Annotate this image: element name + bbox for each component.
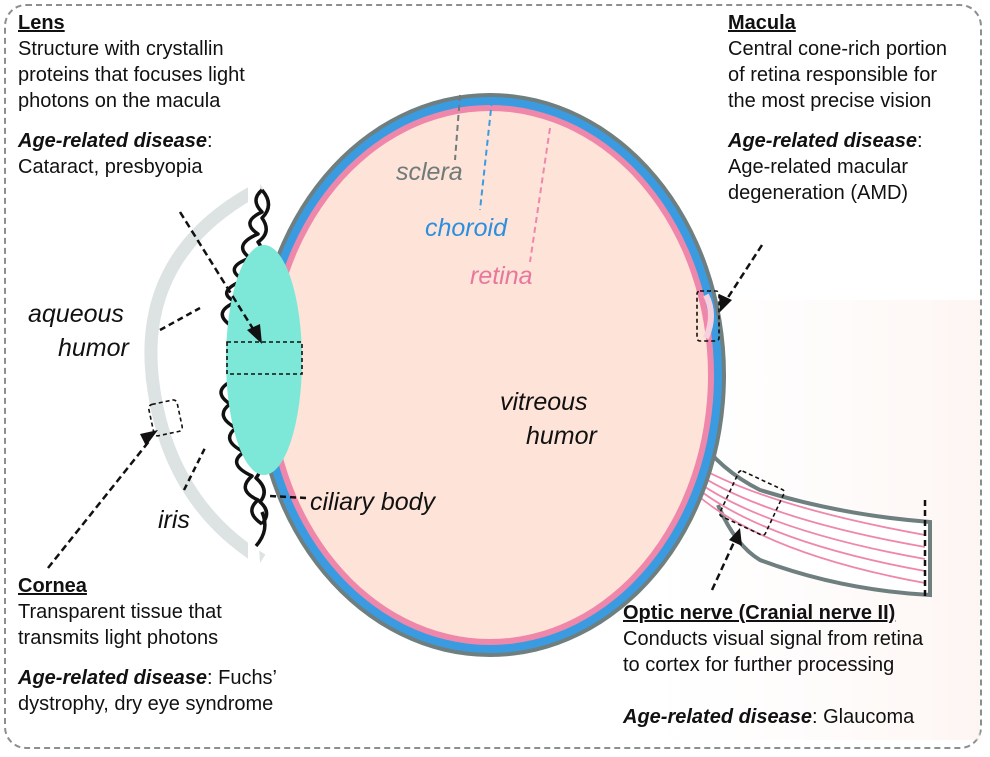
iris-leader [182,447,207,491]
vitreous-humor-label-2: humor [526,422,597,450]
cornea-disease-text: dystrophy, dry eye syndrome [18,693,274,715]
macula-disease-2: degeneration (AMD) [728,182,909,204]
retina-label: retina [470,262,533,290]
lens-desc-1: Structure with crystallin [18,38,224,60]
lens-focus-box [226,341,303,375]
optic-nerve-title: Optic nerve (Cranial nerve II) [623,602,896,624]
macula-arrow [723,244,764,303]
retina-leader [529,127,551,263]
vitreous-humor-label-1: vitreous [500,388,588,416]
ciliary-body-label: ciliary body [310,488,436,516]
optic-nerve-annotation: Optic nerve (Cranial nerve II) Conducts … [623,600,923,730]
sclera-label: sclera [396,158,463,186]
cornea-desc-1: Transparent tissue that [18,601,222,623]
macula-desc-2: of retina responsible for [728,64,938,86]
lens-disease-sep: : [206,130,213,152]
aqueous-leader [159,306,201,332]
choroid-label: choroid [425,214,507,242]
cornea-annotation: Cornea Transparent tissue that transmits… [18,573,277,717]
lens-disease-label: Age-related disease [18,130,207,152]
optic-nerve-arrow [710,539,737,591]
iris-label: iris [158,506,190,534]
lens-arrowhead [247,324,262,344]
macula-focus-box [696,290,720,342]
focus-boxes [147,290,786,537]
macula-annotation: Macula Central cone-rich portion of reti… [728,10,947,206]
optic-nerve-desc-1: Conducts visual signal from retina [623,628,924,650]
arrowheads [140,294,742,546]
optic-nerve-arrowhead [729,528,742,546]
cornea [144,181,266,566]
cornea-disease-label: Age-related disease [18,667,207,689]
macula-disease-1: Age-related macular [728,156,909,178]
vitreous-body [272,111,708,639]
macula-desc-1: Central cone-rich portion [728,38,947,60]
optic-nerve-fibers [689,461,926,584]
cornea-arrowhead [140,430,158,446]
macula-disease-label: Age-related disease [728,130,917,152]
optic-nerve-disease-sep: : Glaucoma [811,706,915,728]
lens-desc-3: photons on the macula [18,90,221,112]
lens [226,245,302,475]
lens-arrow [178,211,257,333]
dashed-frame [4,4,982,749]
optic-nerve-disease-label: Age-related disease [623,706,812,728]
macula-arrowhead [719,294,732,312]
macula-disease-sep: : [916,130,923,152]
ciliary-leader [269,494,307,500]
sclera-leader [454,94,461,161]
lens-annotation: Lens Structure with crystallin proteins … [18,10,245,180]
lens-desc-2: proteins that focuses light [18,64,245,86]
aqueous-humor-label-2: humor [58,334,129,362]
choroid-leader [479,99,493,211]
cornea-disease-sep: : Fuchs’ [206,667,278,689]
cornea-title: Cornea [18,575,87,597]
annotation-arrows [47,211,927,600]
cornea-desc-2: transmits light photons [18,627,219,649]
optic-nerve-focus-box [718,469,786,537]
optic-nerve-sheath [694,433,932,598]
macula-desc-3: the most precise vision [728,90,932,112]
macula-title: Macula [728,12,796,34]
optic-nerve-desc-2: to cortex for further processing [623,654,895,676]
aqueous-humor-label-1: aqueous [28,300,124,328]
cornea-focus-box [147,399,184,437]
lens-disease-text: Cataract, presbyopia [18,156,203,178]
macula-highlight [703,293,714,340]
cornea-arrow [47,439,151,569]
lens-title: Lens [18,12,65,34]
